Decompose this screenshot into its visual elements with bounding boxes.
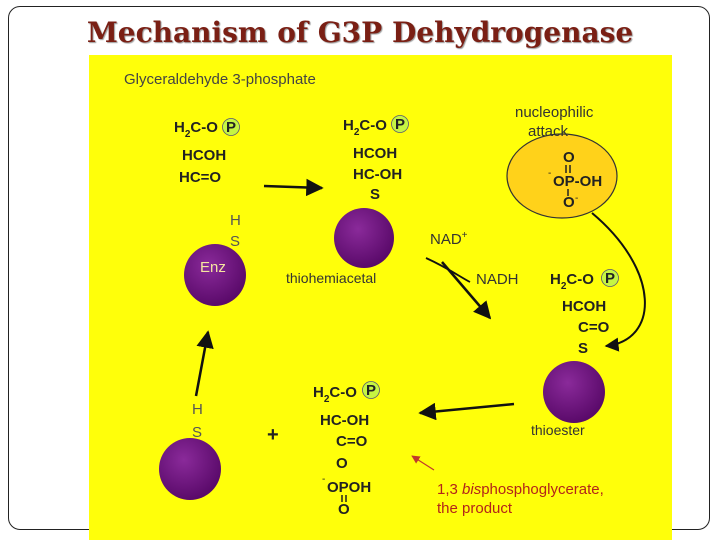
svg-text:S: S (578, 340, 588, 357)
svg-text:P: P (395, 116, 405, 133)
svg-text:-: - (575, 193, 578, 204)
phosphate-badge (222, 118, 240, 136)
arrow-g3p-to-thiohemiacetal (263, 178, 324, 197)
svg-text:P: P (226, 119, 236, 136)
thioester-structure: H2C-O P HCOH C=O S (550, 269, 619, 357)
enzyme-sphere (334, 208, 394, 268)
svg-text:O: O (336, 455, 348, 472)
svg-text:H2C-O: H2C-O (343, 117, 387, 138)
svg-text:S: S (230, 233, 240, 250)
arrow-thioester-to-product (418, 402, 515, 421)
arrow-enzyme-regeneration (194, 330, 214, 397)
svg-text:P: P (366, 382, 376, 399)
arrow-thiohemiacetal-to-thioester (441, 261, 492, 320)
bisphosphoglycerate-structure: H2C-O P HC-OH C=O O - OPOH O (313, 381, 380, 518)
svg-text:O: O (563, 194, 575, 211)
svg-text:P: P (605, 270, 615, 287)
arrow-nucleophilic-attack (591, 212, 646, 352)
nucleophilic-attack-bubble (506, 133, 618, 219)
svg-text:HCOH: HCOH (562, 298, 606, 315)
enz-label: Enz (200, 259, 226, 276)
nad-label: NAD+ (430, 230, 468, 248)
svg-text:H2C-O: H2C-O (313, 384, 357, 405)
svg-text:OP-OH: OP-OH (553, 173, 602, 190)
svg-text:-: - (548, 168, 551, 179)
svg-text:H2C-O: H2C-O (550, 271, 594, 292)
svg-text:C=O: C=O (336, 433, 368, 450)
svg-text:H: H (230, 212, 241, 229)
svg-text:HCOH: HCOH (182, 147, 226, 164)
phosphate-group: O - OP-OH O - (548, 149, 602, 211)
phosphate-badge (362, 381, 380, 399)
svg-text:-: - (322, 474, 325, 485)
svg-text:HCOH: HCOH (353, 145, 397, 162)
svg-text:O: O (338, 501, 350, 518)
slide-title: Mechanism of G3P Dehydrogenase (86, 16, 634, 49)
product-label-line2: the product (437, 500, 513, 517)
enzyme-sphere (159, 438, 221, 500)
svg-text:H: H (192, 401, 203, 418)
svg-text:C=O: C=O (578, 319, 610, 336)
svg-text:HC=O: HC=O (179, 169, 221, 186)
svg-text:HC-OH: HC-OH (353, 166, 402, 183)
svg-text:OPOH: OPOH (327, 479, 371, 496)
svg-text:HC-OH: HC-OH (320, 412, 369, 429)
thiohemiacetal-label: thiohemiacetal (286, 270, 376, 286)
nadh-label: NADH (476, 271, 519, 288)
arrow-nad-reduction (425, 257, 471, 283)
arrow-product-pointer (411, 455, 435, 471)
svg-text:H2C-O: H2C-O (174, 119, 218, 140)
thiohemiacetal-structure: H2C-O P HCOH HC-OH S (343, 115, 409, 203)
enzyme-sphere (543, 361, 605, 423)
svg-text:S: S (370, 186, 380, 203)
svg-text:S: S (192, 424, 202, 441)
plus-sign: + (267, 424, 279, 446)
enzyme-sphere (184, 244, 246, 306)
nucleophilic-label: nucleophilic (515, 104, 594, 121)
g3p-name-label: Glyceraldehyde 3-phosphate (124, 71, 316, 88)
product-label: 1,3 bisphosphoglycerate, (437, 481, 604, 498)
g3p-structure: H2C-O P HCOH HC=O (174, 118, 240, 186)
svg-text:attack: attack (528, 123, 569, 140)
phosphate-badge (601, 269, 619, 287)
svg-text:O: O (563, 149, 575, 166)
thioester-label: thioester (531, 422, 585, 438)
phosphate-badge (391, 115, 409, 133)
